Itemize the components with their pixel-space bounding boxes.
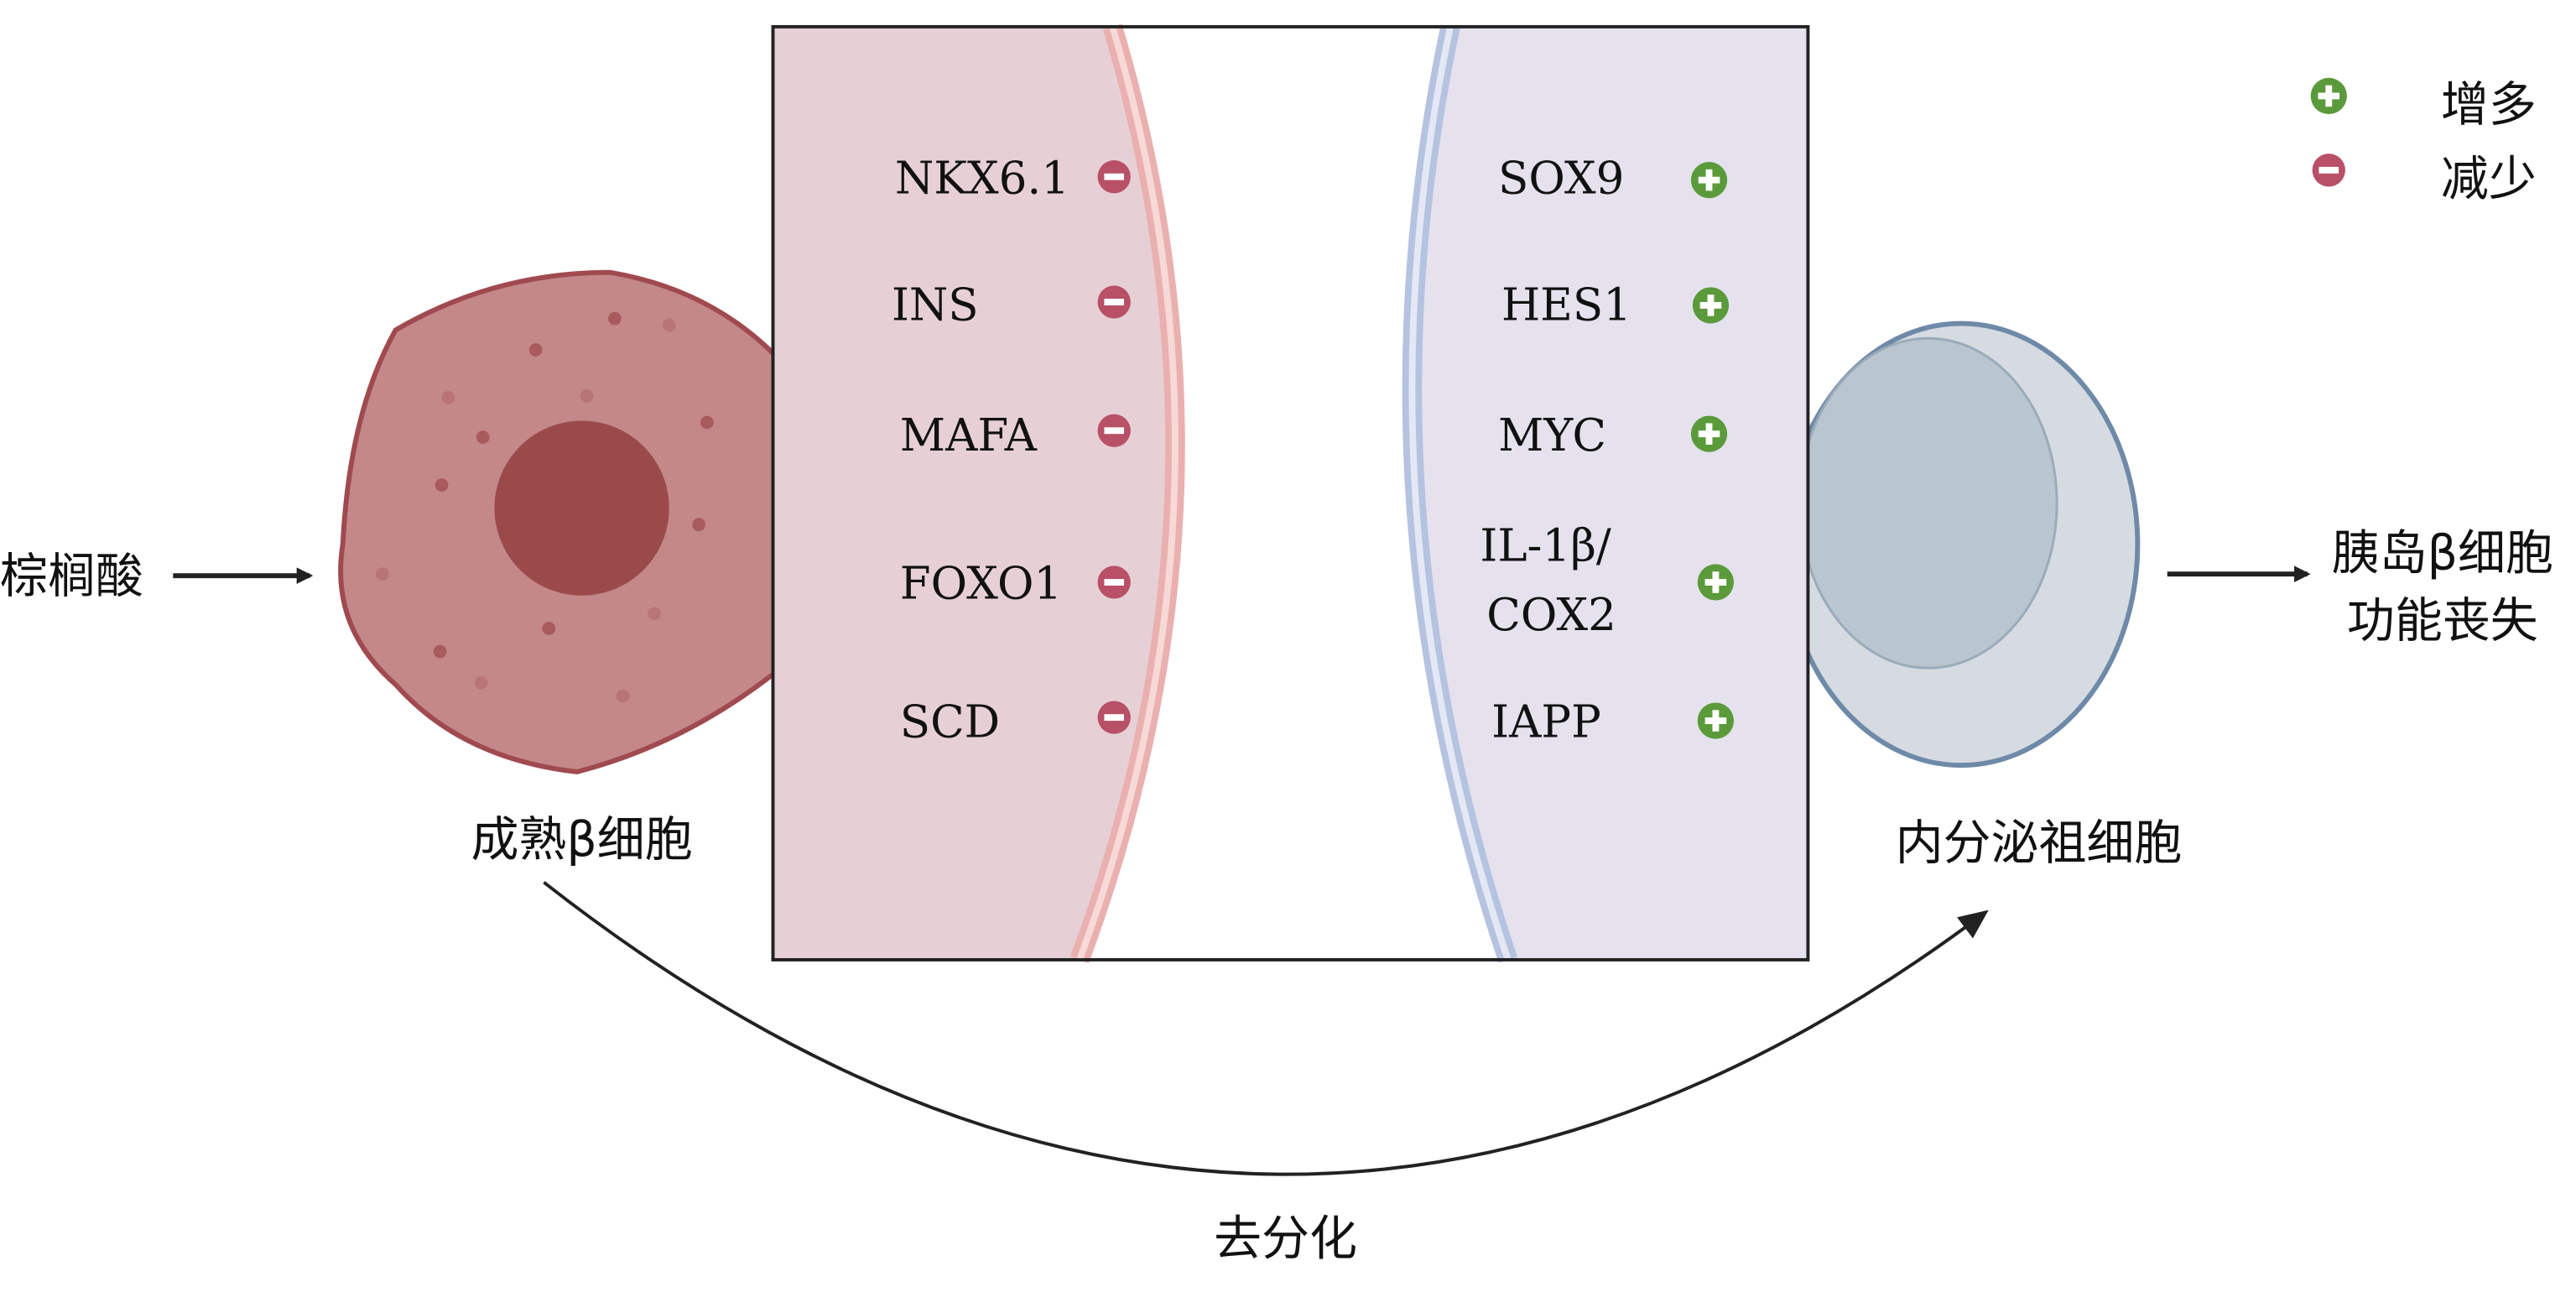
minus-circle-icon: [1097, 414, 1131, 447]
plus-circle-icon: [1692, 287, 1730, 324]
gene-label: IAPP: [1491, 696, 1601, 748]
minus-circle-icon: [2312, 154, 2345, 187]
gene-label: IL-1β/: [1480, 519, 1611, 571]
legend-increase-label: 增多: [2441, 77, 2537, 133]
minus-circle-icon: [1097, 701, 1131, 734]
gene-label: COX2: [1486, 589, 1616, 641]
gene-label: MYC: [1498, 409, 1606, 461]
mature-beta-cell: [338, 269, 794, 774]
plus-circle-icon: [1697, 564, 1734, 601]
progenitor-cell-label: 内分泌祖细胞: [1896, 816, 2183, 871]
outcome-label-line2: 功能丧失: [2347, 593, 2538, 649]
dedifferentiation-label: 去分化: [1214, 1212, 1357, 1267]
outcome-label-line1: 胰岛β细胞: [2332, 525, 2553, 581]
minus-circle-icon: [1097, 160, 1131, 194]
gene-label: HES1: [1501, 279, 1631, 331]
minus-circle-icon: [1097, 565, 1131, 599]
mature-beta-cell-label: 成熟β细胞: [471, 812, 692, 868]
palmitic-acid-label: 棕榈酸: [0, 549, 143, 604]
plus-circle-icon: [1697, 702, 1734, 739]
legend: 增多 减少: [2310, 77, 2537, 206]
gene-label: INS: [892, 279, 979, 331]
plus-circle-icon: [1690, 162, 1728, 199]
endocrine-progenitor-cell: [1782, 320, 2141, 769]
gene-label: NKX6.1: [895, 152, 1069, 204]
dedifferentiation-arrow: [543, 881, 1989, 1176]
legend-decrease-label: 减少: [2441, 151, 2537, 206]
minus-circle-icon: [1097, 285, 1131, 319]
plus-circle-icon: [1690, 415, 1728, 452]
gene-label: MAFA: [900, 409, 1038, 461]
gene-label: FOXO1: [900, 558, 1062, 610]
gene-label: SCD: [900, 696, 1000, 748]
gene-label: SOX9: [1498, 152, 1624, 204]
plus-circle-icon: [2310, 77, 2347, 115]
